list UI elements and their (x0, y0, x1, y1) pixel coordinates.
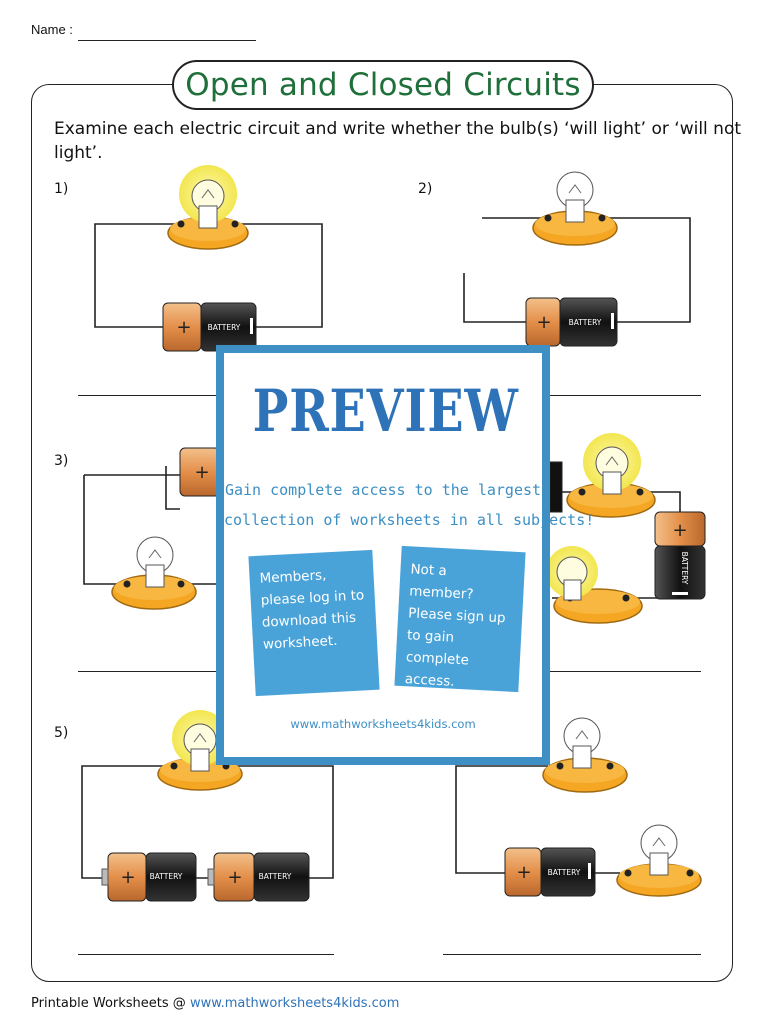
bulb-6b-unlit (616, 824, 702, 897)
footer-url-link[interactable]: www.mathworksheets4kids.com (189, 996, 400, 1011)
instructions-text: Examine each electric circuit and write … (54, 119, 742, 163)
battery-3: + (179, 447, 221, 497)
name-field-line[interactable] (78, 40, 256, 41)
answer-line-5[interactable] (78, 954, 334, 955)
svg-text:+: + (194, 462, 209, 483)
svg-text:+: + (516, 862, 531, 883)
footer-prefix: Printable Worksheets @ (31, 996, 190, 1011)
svg-text:+: + (536, 312, 551, 333)
bulb-3-unlit (111, 536, 197, 610)
answer-line-6[interactable] (443, 954, 701, 955)
question-number-1: 1) (54, 181, 69, 197)
answer-line-4[interactable] (443, 671, 701, 672)
question-number-5: 5) (54, 725, 69, 741)
circuit-wires (81, 217, 691, 879)
answer-line-3[interactable] (78, 671, 334, 672)
preview-panel: PREVIEW Gain complete access to the larg… (224, 353, 595, 757)
preview-title: PREVIEW (252, 377, 519, 445)
bulb-4b-lit (546, 546, 643, 624)
bulb-5-lit (157, 710, 243, 791)
battery-4b: + BATTERY (654, 511, 706, 600)
question-number-2: 2) (418, 181, 433, 197)
svg-text:+: + (120, 867, 135, 888)
bulb-2-unlit (532, 171, 618, 246)
battery-label: BATTERY (208, 323, 241, 332)
preview-overlay: PREVIEW Gain complete access to the larg… (216, 345, 595, 765)
battery-5a: + BATTERY (101, 852, 197, 902)
svg-text:+: + (227, 867, 242, 888)
svg-text:BATTERY: BATTERY (259, 872, 292, 881)
preview-access-line-1: Gain complete access to the largest (224, 481, 542, 499)
svg-text:BATTERY: BATTERY (548, 868, 581, 877)
name-label: Name : (31, 22, 73, 37)
bulb-1-lit (167, 165, 249, 250)
signup-card[interactable]: Not a member? Please sign up to gain com… (394, 545, 526, 693)
svg-text:BATTERY: BATTERY (150, 872, 183, 881)
answer-line-2[interactable] (443, 395, 701, 396)
footer: Printable Worksheets @ www.mathworksheet… (31, 996, 399, 1011)
preview-url-link[interactable]: www.mathworksheets4kids.com (290, 717, 476, 731)
battery-6: + BATTERY (504, 847, 596, 897)
battery-4a-edge (549, 461, 563, 513)
battery-plus-label: + (176, 317, 191, 338)
bulb-6a-unlit (542, 717, 628, 793)
members-login-card[interactable]: Members, please log in to download this … (248, 549, 380, 697)
battery-2: + BATTERY (525, 297, 618, 347)
svg-text:+: + (672, 520, 687, 541)
preview-access-line-2: collection of worksheets in all subjects… (224, 511, 595, 529)
svg-text:BATTERY: BATTERY (680, 552, 689, 585)
battery-1: + BATTERY (162, 302, 257, 352)
answer-line-1[interactable] (78, 395, 334, 396)
title-banner: Open and Closed Circuits (172, 60, 594, 110)
page-title: Open and Closed Circuits (185, 67, 581, 103)
battery-5b: + BATTERY (207, 852, 310, 902)
svg-text:BATTERY: BATTERY (569, 318, 602, 327)
bulb-4a-lit (566, 433, 656, 518)
question-number-3: 3) (54, 453, 69, 469)
